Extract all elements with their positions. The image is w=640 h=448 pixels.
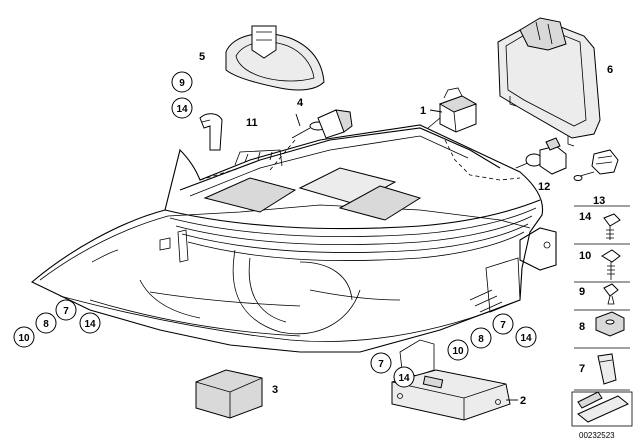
callout-13: 13 [593, 195, 605, 207]
circled-callout-14-right: 14 [515, 326, 537, 348]
part-1-igniter [427, 87, 478, 133]
callouts: 1 2 3 4 5 6 11 12 13 [199, 51, 613, 407]
circled-callout-10-right: 10 [447, 339, 469, 361]
callout-4: 4 [297, 97, 304, 109]
svg-text:7: 7 [378, 359, 384, 370]
diagram-code: 00232523 [579, 431, 615, 440]
circled-callout-10-left: 10 [13, 326, 35, 348]
svg-text:9: 9 [179, 78, 185, 89]
callout-6: 6 [607, 64, 613, 76]
circled-callout-14-top: 14 [171, 97, 193, 119]
callout-3: 3 [272, 384, 278, 396]
circled-callout-7-bottom: 7 [370, 352, 392, 374]
callout-1: 1 [420, 105, 426, 117]
legend-14: 14 [579, 211, 592, 223]
circled-callout-8-right: 8 [470, 327, 492, 349]
callout-2: 2 [520, 395, 526, 407]
callout-5: 5 [199, 51, 205, 63]
circled-callouts: 9 14 10 8 7 14 7 14 [13, 71, 537, 388]
svg-text:8: 8 [478, 334, 484, 345]
svg-text:10: 10 [18, 333, 30, 344]
svg-text:10: 10 [452, 346, 464, 357]
part-2-ballast [391, 369, 511, 421]
part-10-screw [601, 249, 621, 280]
part-3-foam-pad [195, 369, 263, 419]
circled-callout-14-left: 14 [79, 312, 101, 334]
side-legend: 14 10 9 8 7 [574, 205, 630, 391]
svg-text:7: 7 [500, 320, 506, 331]
direction-arrow-icon [571, 391, 633, 427]
circled-callout-8-left: 8 [35, 312, 57, 334]
legend-8: 8 [579, 321, 585, 333]
circled-callout-7-right: 7 [492, 313, 514, 335]
part-8-nut [595, 311, 625, 337]
part-4-bulb [291, 109, 353, 139]
svg-text:14: 14 [176, 104, 188, 115]
circled-callout-14-bottom: 14 [393, 366, 415, 388]
svg-text:8: 8 [43, 319, 49, 330]
legend-7: 7 [579, 363, 585, 375]
legend-10: 10 [579, 250, 591, 262]
svg-text:7: 7 [63, 306, 69, 317]
svg-text:14: 14 [84, 319, 96, 330]
part-13-socket [573, 149, 619, 181]
part-7-clip [597, 353, 617, 385]
circled-callout-7-left: 7 [55, 299, 77, 321]
callout-12: 12 [538, 181, 550, 193]
part-5-cover [225, 25, 325, 91]
part-6-rear-housing [497, 17, 601, 147]
circled-callout-9-top: 9 [171, 71, 193, 93]
svg-text:14: 14 [520, 333, 532, 344]
part-11-elbow-connector [199, 113, 223, 151]
leader-lines [295, 109, 518, 401]
part-12-bulb [515, 137, 567, 175]
part-9-clip [603, 283, 619, 305]
callout-11: 11 [246, 117, 258, 129]
part-14-screw [603, 213, 621, 240]
headlight-housing [30, 119, 557, 377]
svg-text:14: 14 [398, 373, 410, 384]
legend-9: 9 [579, 286, 585, 298]
